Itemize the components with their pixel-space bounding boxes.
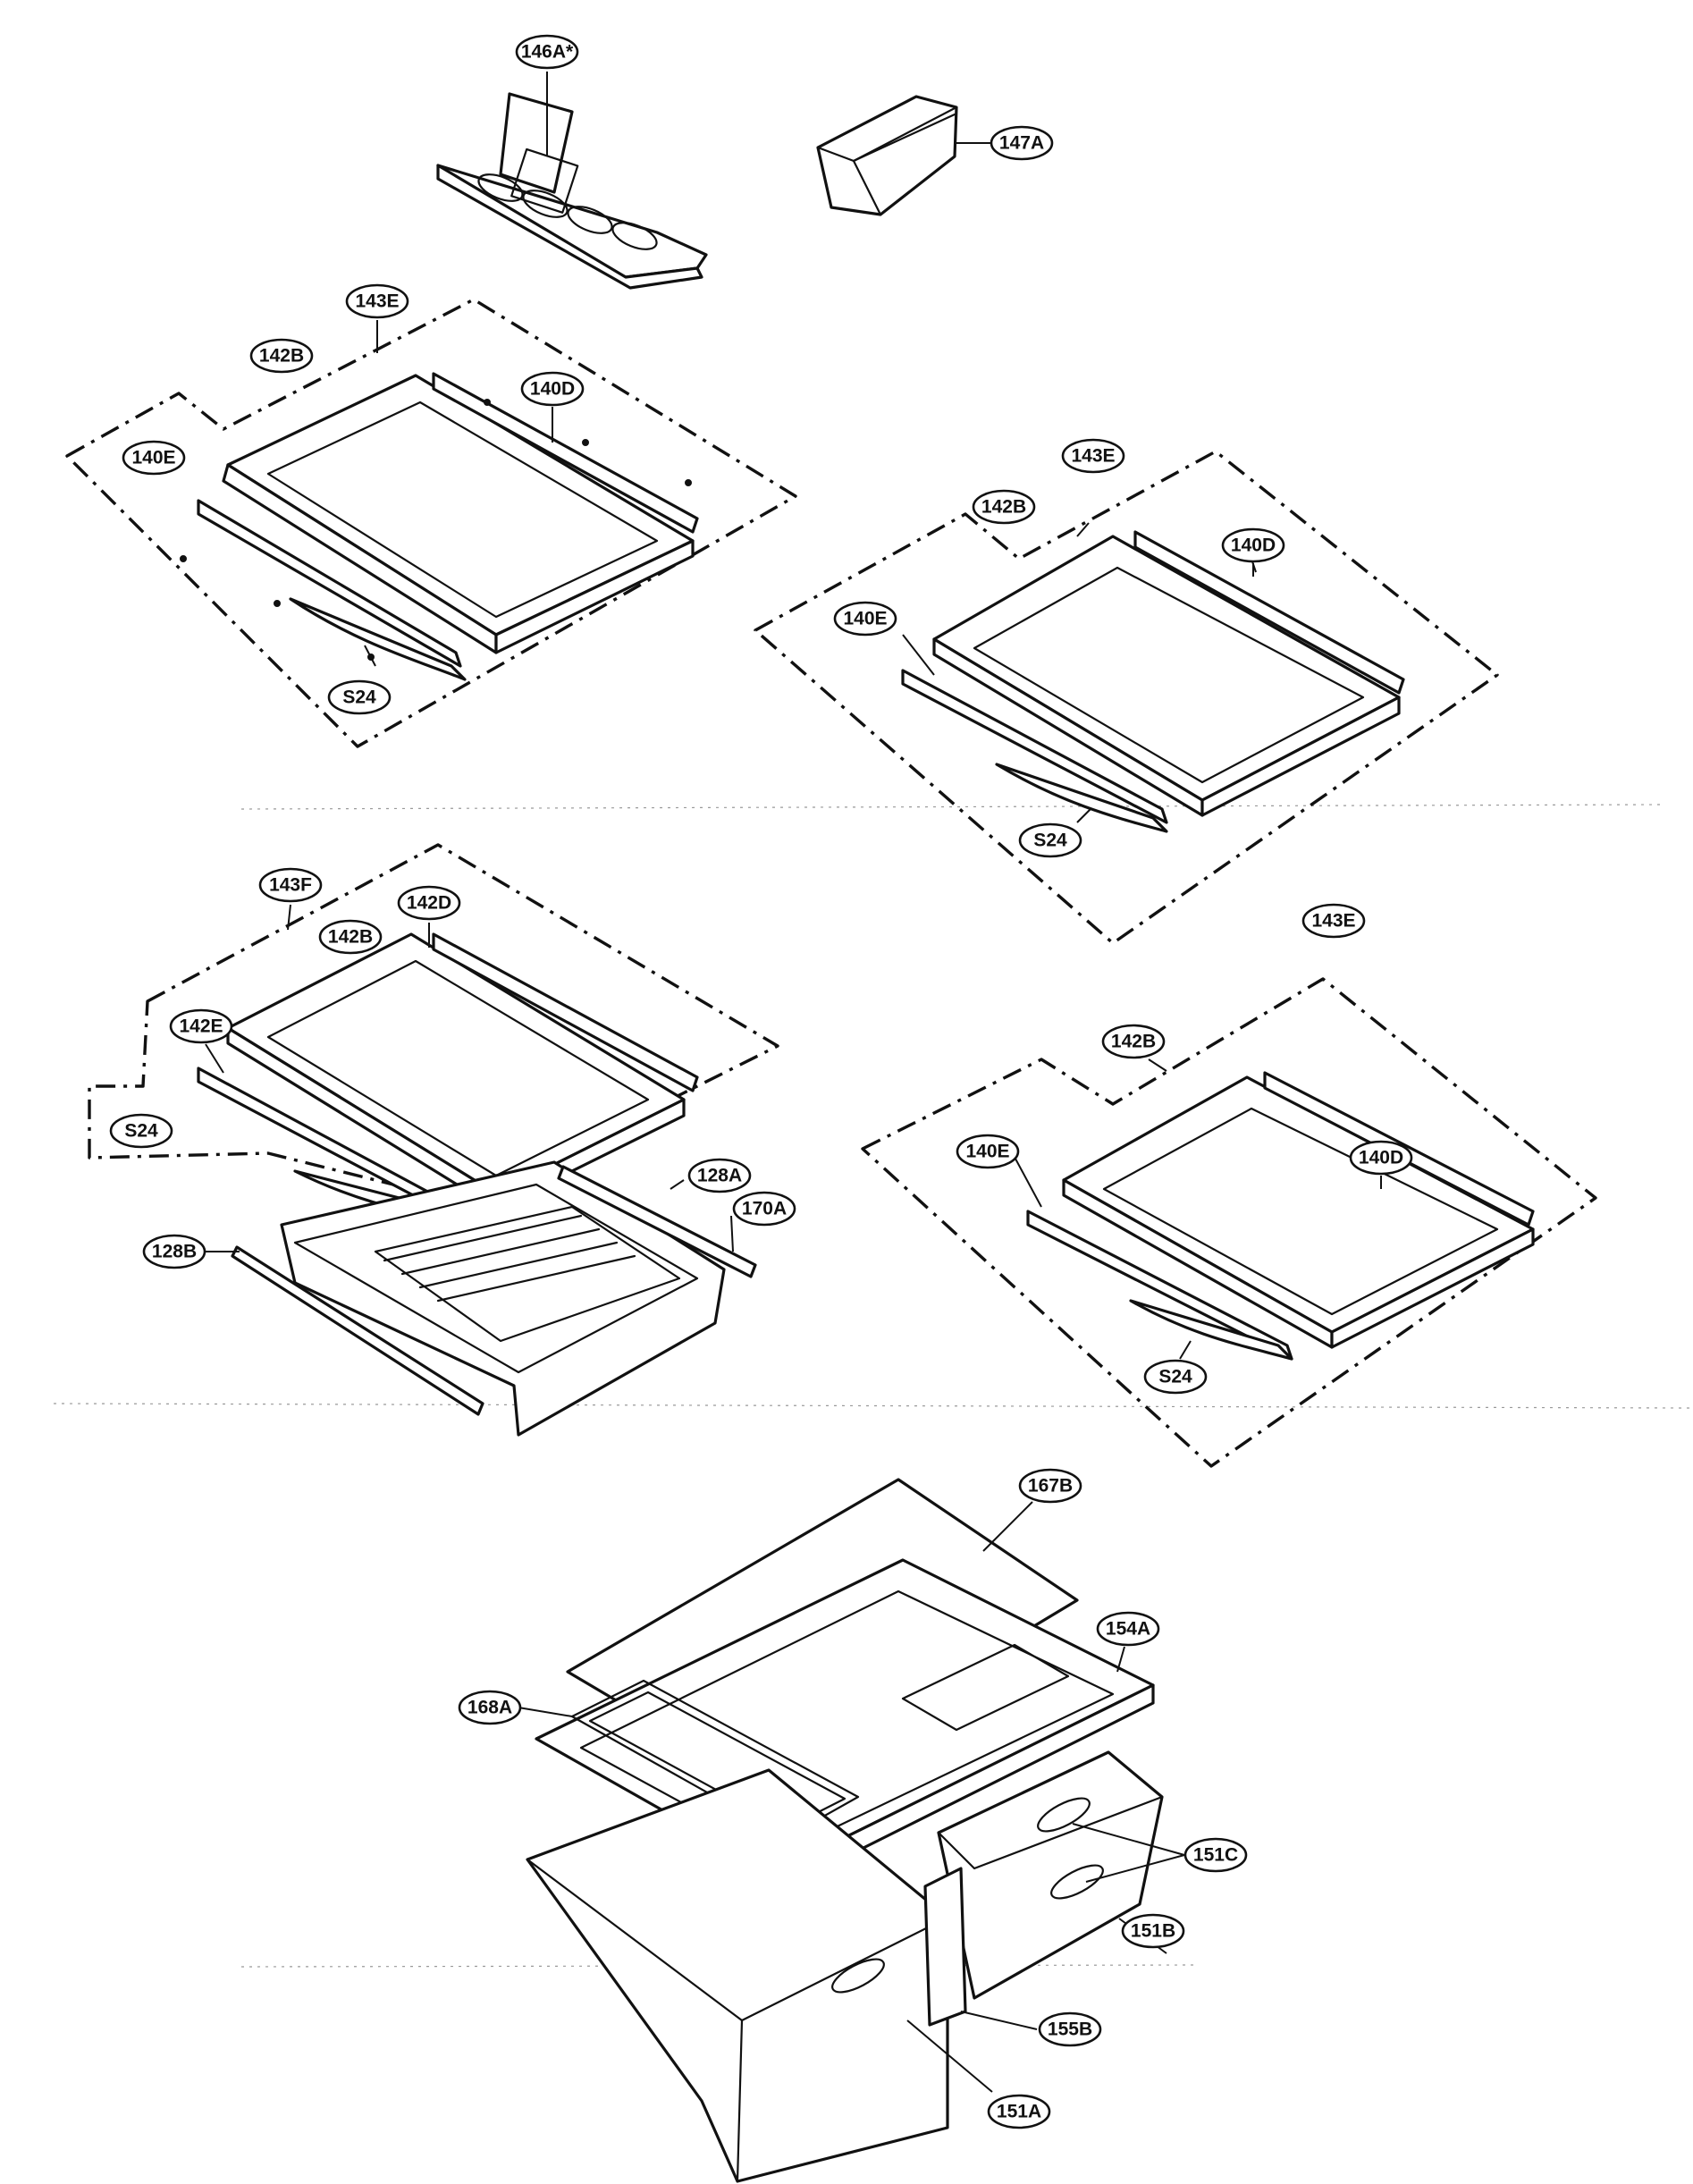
- svg-text:142B: 142B: [259, 346, 304, 367]
- svg-text:151B: 151B: [1131, 1921, 1175, 1942]
- callout-167B: 167B: [1018, 1468, 1082, 1504]
- callout-128B: 128B: [142, 1234, 206, 1269]
- shelf-assembly-4: [861, 977, 1597, 1468]
- svg-text:146A*: 146A*: [521, 42, 574, 63]
- leader-lines: [205, 72, 1382, 2093]
- svg-text:S24: S24: [1158, 1367, 1192, 1387]
- callout-142B-1: 142B: [249, 338, 314, 374]
- callout-140D-2: 140D: [1221, 527, 1285, 563]
- callout-143E-3: 143E: [1301, 903, 1366, 939]
- shelf-assembly-2: [754, 450, 1499, 945]
- callout-142B-3: 142B: [318, 919, 383, 955]
- callout-140D-3: 140D: [1349, 1140, 1413, 1176]
- svg-text:140E: 140E: [131, 448, 175, 468]
- callout-S24-4: S24: [1143, 1359, 1208, 1395]
- callout-155B: 155B: [1038, 2011, 1102, 2047]
- shelf-assembly-1: [65, 298, 797, 748]
- callout-154A: 154A: [1096, 1611, 1160, 1647]
- svg-text:151A: 151A: [997, 2102, 1041, 2122]
- svg-text:151C: 151C: [1193, 1845, 1238, 1866]
- callout-142E: 142E: [169, 1008, 233, 1044]
- svg-text:140E: 140E: [843, 609, 887, 629]
- svg-text:143E: 143E: [355, 291, 399, 312]
- svg-text:142B: 142B: [981, 497, 1026, 518]
- callout-168A: 168A: [458, 1690, 522, 1725]
- svg-text:143E: 143E: [1311, 911, 1355, 932]
- svg-text:143E: 143E: [1071, 446, 1115, 467]
- svg-text:140D: 140D: [1359, 1148, 1403, 1168]
- callout-170A: 170A: [732, 1191, 796, 1227]
- svg-text:142B: 142B: [1111, 1032, 1156, 1052]
- svg-text:147A: 147A: [999, 133, 1044, 154]
- callout-S24-2: S24: [1018, 822, 1082, 858]
- svg-text:167B: 167B: [1028, 1476, 1073, 1497]
- callout-labels: 146A* 147A 143E 142B 140D 140E S24 143E …: [109, 34, 1413, 2129]
- callout-140E-2: 140E: [833, 601, 897, 637]
- callout-140E-3: 140E: [956, 1134, 1020, 1169]
- svg-text:168A: 168A: [467, 1698, 512, 1718]
- svg-text:155B: 155B: [1048, 2020, 1092, 2040]
- scan-artifacts: [53, 804, 1690, 1968]
- callout-143E-2: 143E: [1061, 438, 1125, 474]
- svg-text:140D: 140D: [530, 379, 575, 400]
- egg-tray-part: [436, 92, 708, 290]
- svg-text:170A: 170A: [742, 1199, 787, 1219]
- small-bin-part: [816, 95, 958, 216]
- svg-text:S24: S24: [1033, 831, 1067, 851]
- shelf-assembly-3: [88, 843, 779, 1437]
- callout-146A: 146A*: [515, 34, 579, 70]
- callout-142B-4: 142B: [1101, 1024, 1166, 1059]
- callout-143E-1: 143E: [345, 283, 409, 319]
- callout-147A: 147A: [990, 125, 1054, 161]
- callout-151C: 151C: [1183, 1837, 1248, 1873]
- callout-142B-2: 142B: [972, 489, 1036, 525]
- callout-128A: 128A: [687, 1158, 752, 1193]
- svg-text:128B: 128B: [152, 1242, 197, 1262]
- svg-text:142D: 142D: [407, 893, 451, 914]
- callout-140E-1: 140E: [122, 440, 186, 476]
- svg-text:142B: 142B: [328, 927, 373, 948]
- svg-text:143F: 143F: [269, 875, 312, 896]
- svg-text:S24: S24: [342, 687, 376, 708]
- svg-text:140E: 140E: [965, 1142, 1009, 1162]
- svg-text:128A: 128A: [697, 1166, 742, 1186]
- svg-text:S24: S24: [124, 1121, 158, 1142]
- callout-151B: 151B: [1121, 1913, 1185, 1949]
- callout-151A: 151A: [987, 2094, 1051, 2129]
- callout-S24-1: S24: [327, 679, 392, 715]
- callout-143F: 143F: [258, 867, 323, 903]
- svg-text:140D: 140D: [1231, 535, 1276, 556]
- svg-text:154A: 154A: [1106, 1619, 1150, 1640]
- crisper-drawer-assembly: [526, 1478, 1164, 2183]
- callout-142D: 142D: [397, 885, 461, 921]
- callout-S24-3: S24: [109, 1113, 173, 1149]
- svg-text:142E: 142E: [179, 1016, 223, 1037]
- callout-140D-1: 140D: [520, 371, 585, 407]
